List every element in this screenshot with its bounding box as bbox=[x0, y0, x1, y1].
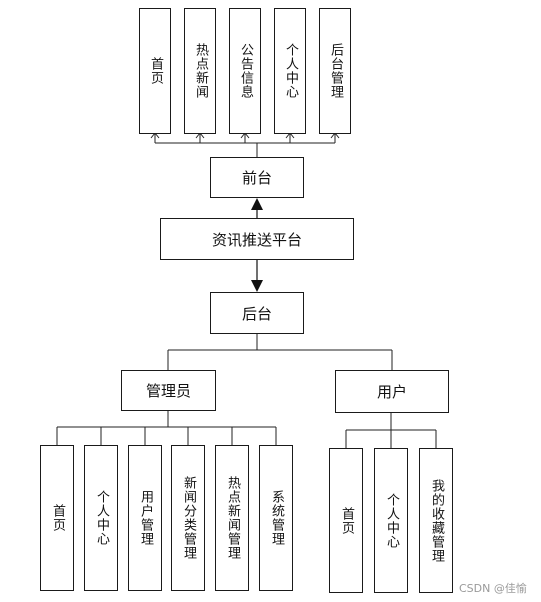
admin-module-home: 首页 bbox=[40, 445, 74, 591]
admin-node: 管理员 bbox=[121, 370, 216, 411]
backend-node: 后台 bbox=[210, 292, 304, 334]
frontend-node: 前台 bbox=[210, 157, 304, 198]
frontend-module-backend-admin: 后台管理 bbox=[319, 8, 351, 134]
frontend-module-announcements: 公告信息 bbox=[229, 8, 261, 134]
user-module-home: 首页 bbox=[329, 448, 363, 593]
admin-module-personal-center: 个人中心 bbox=[84, 445, 118, 591]
frontend-module-hot-news: 热点新闻 bbox=[184, 8, 216, 134]
user-module-favorites: 我的收藏管理 bbox=[419, 448, 453, 593]
user-node: 用户 bbox=[335, 370, 449, 413]
admin-module-system-management: 系统管理 bbox=[259, 445, 293, 591]
user-module-personal-center: 个人中心 bbox=[374, 448, 408, 593]
frontend-module-personal-center: 个人中心 bbox=[274, 8, 306, 134]
csdn-watermark: CSDN @佳愉 bbox=[459, 582, 527, 595]
admin-module-news-category: 新闻分类管理 bbox=[171, 445, 205, 591]
platform-node: 资讯推送平台 bbox=[160, 218, 354, 260]
admin-module-hot-news-management: 热点新闻管理 bbox=[215, 445, 249, 591]
admin-module-user-management: 用户管理 bbox=[128, 445, 162, 591]
frontend-module-home: 首页 bbox=[139, 8, 171, 134]
